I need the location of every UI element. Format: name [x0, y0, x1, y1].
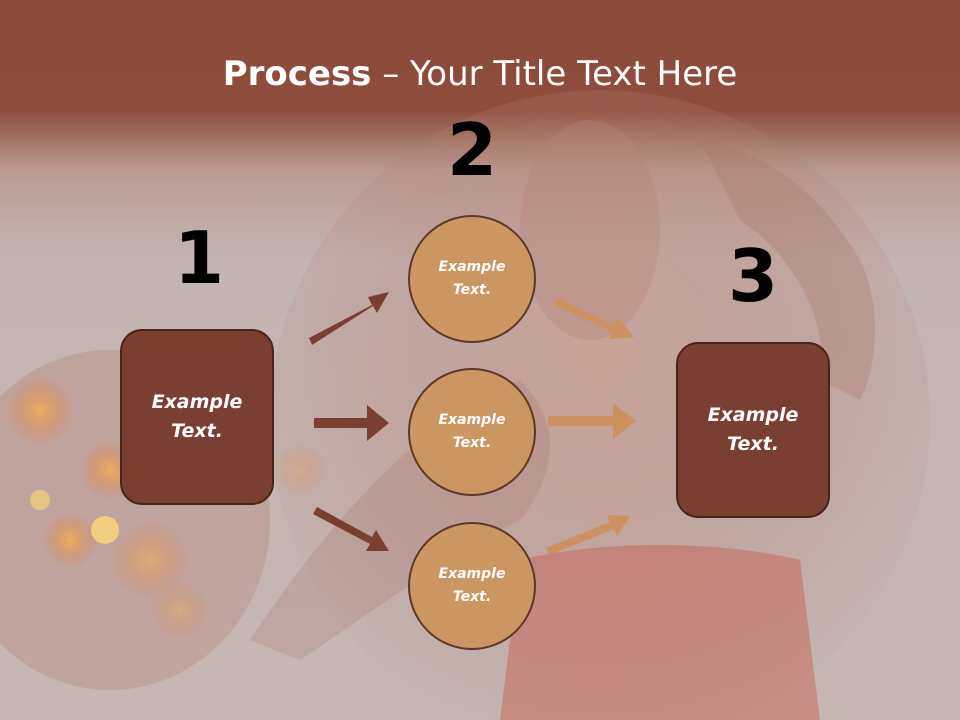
step-number-1: 1 [173, 216, 225, 300]
node-circle-1: Example Text. [408, 215, 536, 343]
arrow-group-dark [309, 292, 389, 551]
node-circle-3-text: Example Text. [438, 566, 506, 605]
arrow-1-to-node-2 [314, 405, 389, 441]
arrow-1-to-node-1 [309, 292, 389, 345]
arrow-1-to-node-3 [313, 507, 389, 551]
node-circle-2-text: Example Text. [438, 412, 506, 451]
node-circle-3: Example Text. [408, 522, 536, 650]
step-box-3-text: Example Text. [707, 404, 799, 455]
slide-title: Process – Your Title Text Here [0, 52, 960, 96]
step-number-2: 2 [446, 108, 498, 192]
arrow-node-2-to-3 [548, 403, 636, 439]
node-circle-2: Example Text. [408, 368, 536, 496]
arrow-group-light [546, 298, 636, 555]
step-number-3: 3 [727, 234, 779, 318]
arrow-node-3-to-3 [546, 515, 630, 555]
arrow-node-1-to-3 [554, 298, 634, 339]
node-circle-1-text: Example Text. [438, 259, 506, 298]
title-bold: Process [222, 54, 372, 94]
step-box-1: Example Text. [120, 329, 274, 505]
step-box-3: Example Text. [676, 342, 830, 518]
step-box-1-text: Example Text. [151, 391, 243, 442]
title-rest: – Your Title Text Here [371, 54, 738, 94]
